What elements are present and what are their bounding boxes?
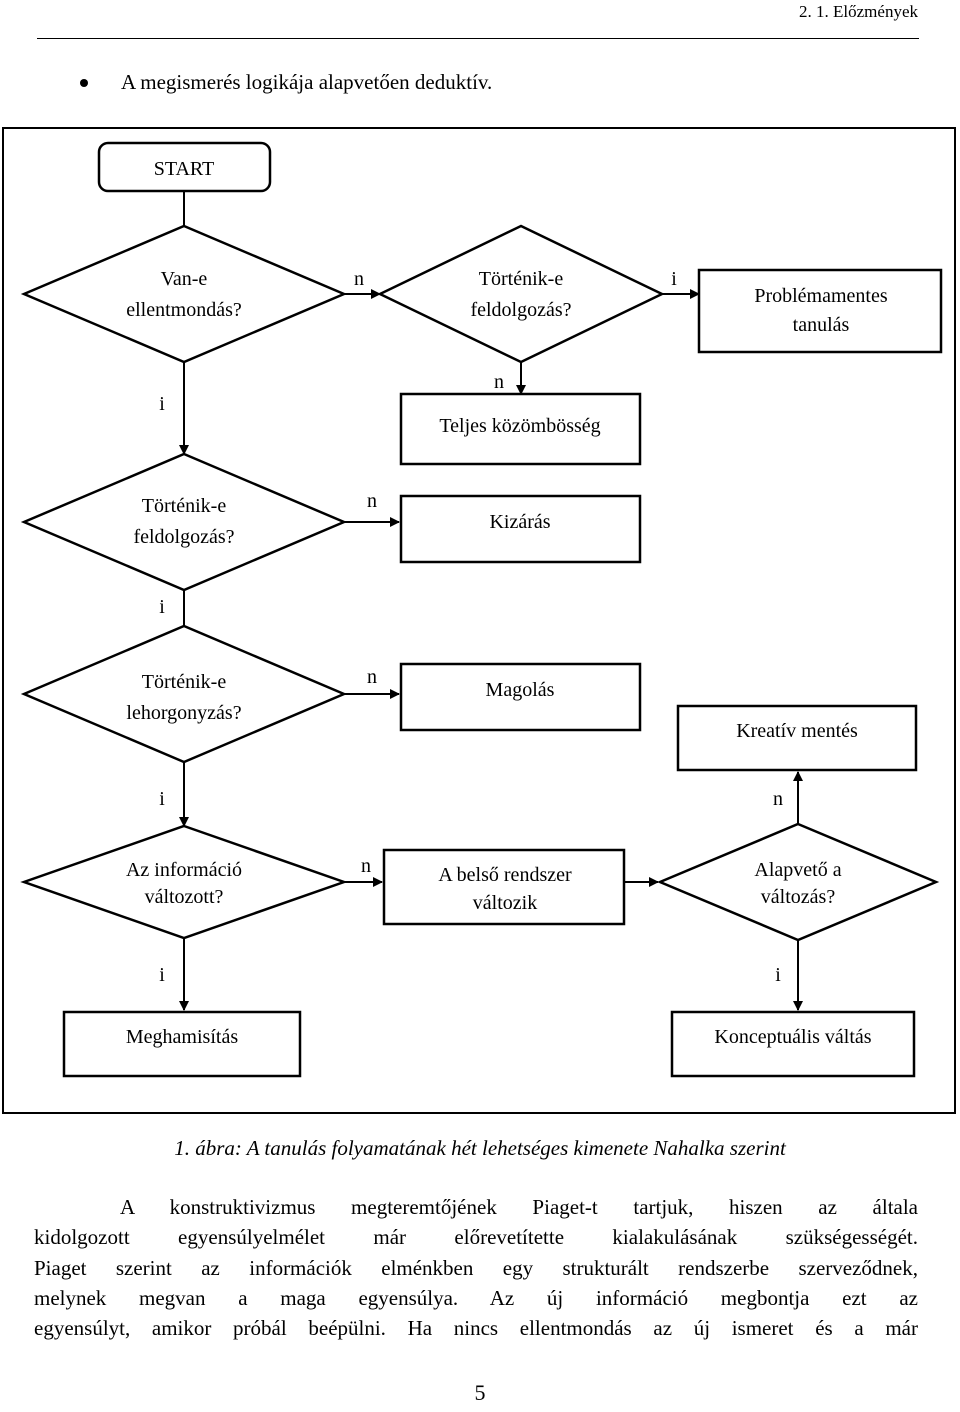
decision-lehorgonyzas: Történik-e lehorgonyzás? [20,624,348,764]
svg-text:Teljes közömbösség: Teljes közömbösség [439,415,600,437]
decision-ellentmondas: Van-e ellentmondás? [20,224,348,364]
header-rule [37,38,919,39]
svg-text:feldolgozás?: feldolgozás? [470,299,571,321]
edge-label: n [367,490,377,512]
svg-text:Történik-e: Történik-e [479,268,564,290]
bullet-text: A megismerés logikája alapvetően deduktí… [121,70,493,94]
edge-label: i [775,964,781,986]
svg-text:Magolás: Magolás [486,679,555,701]
edge-label: i [159,393,165,415]
edge-label: i [159,788,165,810]
bullet-item: A megismerés logikája alapvetően deduktí… [80,70,492,95]
paragraph-line: kidolgozott egyensúlyelmélet már előreve… [34,1225,918,1250]
svg-text:lehorgonyzás?: lehorgonyzás? [126,702,241,724]
svg-text:feldolgozás?: feldolgozás? [133,526,234,548]
flowchart: START Van-e ellentmondás? Történik-e fel… [20,141,943,1078]
belso-rendszer-box: A belső rendszer változik [382,848,626,926]
paragraph-line: Piaget szerint az információk elménkben … [34,1255,918,1280]
svg-text:Történik-e: Történik-e [142,671,227,693]
paragraph-line: A konstruktivizmus megteremtőjének Piage… [120,1195,918,1219]
paragraph-line: melynek megvan a maga egyensúlya. Az új … [34,1285,918,1310]
svg-text:Kizárás: Kizárás [489,511,550,533]
svg-text:Problémamentes: Problémamentes [754,285,888,307]
svg-text:változik: változik [473,892,537,914]
edge-label: i [671,268,677,290]
teljes-kozombosseg-box: Teljes közömbösség [399,392,642,466]
svg-text:változás?: változás? [761,886,836,908]
edge-label: n [773,788,783,810]
svg-text:Az információ: Az információ [126,859,242,881]
edge-label: n [354,268,364,290]
edge-label: i [159,964,165,986]
svg-text:Kreatív mentés: Kreatív mentés [736,720,858,742]
edge-label: n [367,666,377,688]
edge-label: i [159,596,165,618]
svg-text:Van-e: Van-e [161,268,208,290]
page-number: 5 [474,1380,486,1405]
bullet-dot-icon [80,78,88,87]
figure-caption: 1. ábra: A tanulás folyamatának hét lehe… [174,1136,786,1160]
svg-text:változott?: változott? [145,886,224,908]
paragraph-line: egyensúlyt, amikor próbál beépülni. Ha n… [34,1316,918,1341]
svg-text:ellentmondás?: ellentmondás? [126,299,242,321]
magolas-box: Magolás [399,662,642,732]
edge-label: n [494,371,504,393]
flowchart-frame: START Van-e ellentmondás? Történik-e fel… [2,127,956,1114]
svg-text:Konceptuális váltás: Konceptuális váltás [714,1026,871,1048]
decision-feldolgozas-2: Történik-e feldolgozás? [20,452,348,592]
konceptualis-valtas-box: Konceptuális váltás [670,1010,916,1078]
svg-text:tanulás: tanulás [793,314,850,336]
svg-text:Történik-e: Történik-e [142,495,227,517]
decision-feldolgozas-1: Történik-e feldolgozás? [377,224,665,364]
start-node: START [97,141,272,193]
problemamentes-tanulas-box: Problémamentes tanulás [697,268,943,354]
body-paragraph: A konstruktivizmus megteremtőjének Piage… [34,1192,918,1343]
decision-alapveto-valtozas: Alapvető a változás? [656,822,940,942]
edge-label: n [361,855,371,877]
decision-informacio-valtozott: Az információ változott? [20,824,348,940]
kizaras-box: Kizárás [399,494,642,564]
svg-text:Alapvető a: Alapvető a [754,859,841,881]
start-label: START [154,158,215,180]
kreativ-mentes-box: Kreatív mentés [676,704,918,772]
meghamisitas-box: Meghamisítás [62,1010,302,1078]
running-header: 2. 1. Előzmények [799,2,918,21]
svg-text:A belső rendszer: A belső rendszer [438,864,572,886]
svg-text:Meghamisítás: Meghamisítás [126,1026,238,1048]
